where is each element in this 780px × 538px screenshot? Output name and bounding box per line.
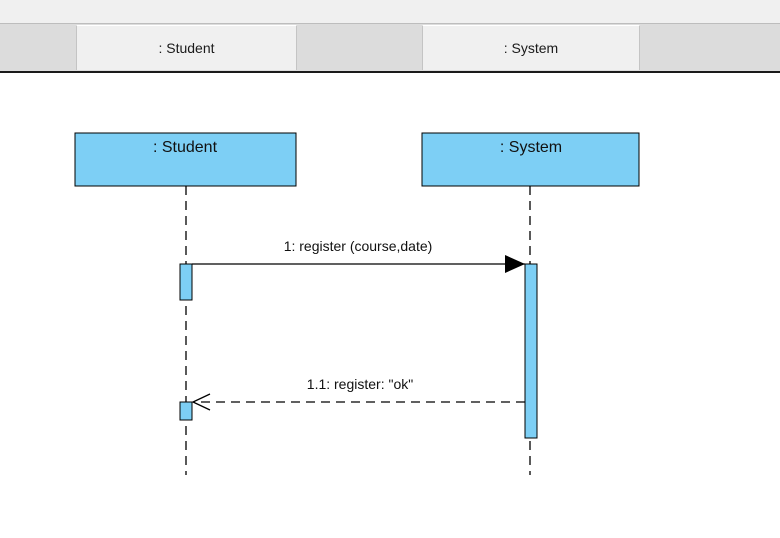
lifeline-label-student: : Student — [153, 139, 218, 156]
lifeline-head-system[interactable] — [421, 132, 640, 187]
open-arrowhead-icon — [191, 393, 211, 411]
message-label-register: 1: register (course,date) — [284, 238, 433, 254]
lifeline-head-student[interactable] — [74, 132, 297, 187]
message-label-reply: 1.1: register: "ok" — [307, 376, 413, 392]
header-tab-student[interactable]: : Student — [76, 25, 297, 70]
activation-bar-system[interactable] — [524, 263, 538, 439]
activation-bar-student-2[interactable] — [179, 401, 193, 421]
lifeline-label-system: : System — [500, 139, 562, 156]
header-tab-system[interactable]: : System — [422, 25, 640, 70]
activation-bar-student-1[interactable] — [179, 263, 193, 301]
